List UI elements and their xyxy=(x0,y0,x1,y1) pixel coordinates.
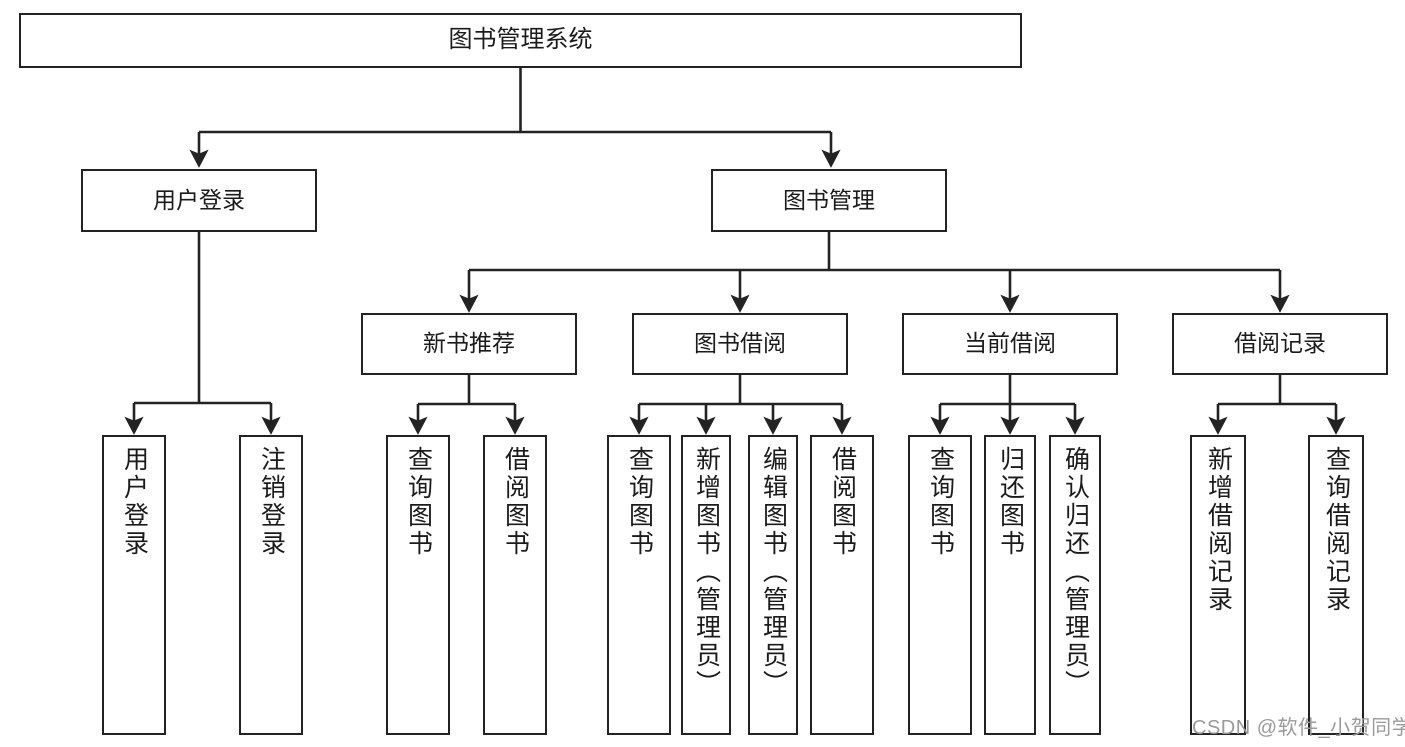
node-leaf-query-book-rec[interactable]: 查询图书 xyxy=(386,435,450,735)
node-user-login[interactable]: 用户登录 xyxy=(81,169,317,232)
node-leaf-return-book[interactable]: 归还图书 xyxy=(984,435,1036,735)
node-label: 新增借阅记录 xyxy=(1204,446,1233,614)
node-root-system[interactable]: 图书管理系统 xyxy=(19,13,1022,68)
node-leaf-user-login[interactable]: 用户登录 xyxy=(102,435,166,735)
node-label: 借阅记录 xyxy=(1234,330,1326,357)
node-label: 新书推荐 xyxy=(423,330,515,357)
node-label: 借阅图书 xyxy=(828,446,857,558)
node-book-borrow[interactable]: 图书借阅 xyxy=(632,313,848,375)
node-label: 确认归还（管理员） xyxy=(1061,446,1090,698)
node-leaf-query-book-borrow[interactable]: 查询图书 xyxy=(607,435,671,735)
node-leaf-query-book-current[interactable]: 查询图书 xyxy=(908,435,972,735)
watermark: CSDN @软件_小贺同学 xyxy=(1192,717,1405,739)
node-leaf-add-book-admin[interactable]: 新增图书（管理员） xyxy=(681,435,731,735)
node-label: 查询图书 xyxy=(404,446,433,558)
node-leaf-confirm-return-admin[interactable]: 确认归还（管理员） xyxy=(1049,435,1101,735)
node-label: 新增图书（管理员） xyxy=(692,446,721,698)
node-leaf-user-logout[interactable]: 注销登录 xyxy=(239,435,303,735)
node-label: 注销登录 xyxy=(257,446,286,558)
node-leaf-borrow-book-rec[interactable]: 借阅图书 xyxy=(483,435,547,735)
node-label: 用户登录 xyxy=(120,446,149,558)
node-book-manage[interactable]: 图书管理 xyxy=(711,169,947,232)
node-label: 用户登录 xyxy=(153,186,245,213)
node-label: 图书管理 xyxy=(783,186,875,213)
node-leaf-borrow-book[interactable]: 借阅图书 xyxy=(810,435,874,735)
node-label: 查询借阅记录 xyxy=(1322,446,1351,614)
node-new-book-recommendation[interactable]: 新书推荐 xyxy=(361,313,577,375)
node-label: 图书管理系统 xyxy=(448,26,593,54)
node-leaf-edit-book-admin[interactable]: 编辑图书（管理员） xyxy=(748,435,798,735)
node-label: 编辑图书（管理员） xyxy=(759,446,788,698)
node-leaf-query-borrow-record[interactable]: 查询借阅记录 xyxy=(1308,435,1364,735)
node-label: 借阅图书 xyxy=(501,446,530,558)
node-leaf-add-borrow-record[interactable]: 新增借阅记录 xyxy=(1190,435,1246,735)
node-label: 查询图书 xyxy=(625,446,654,558)
node-label: 归还图书 xyxy=(996,446,1025,558)
node-borrow-record[interactable]: 借阅记录 xyxy=(1172,313,1388,375)
node-label: 图书借阅 xyxy=(694,330,786,357)
node-label: 查询图书 xyxy=(926,446,955,558)
node-current-borrow[interactable]: 当前借阅 xyxy=(902,313,1118,375)
node-label: 当前借阅 xyxy=(964,330,1056,357)
